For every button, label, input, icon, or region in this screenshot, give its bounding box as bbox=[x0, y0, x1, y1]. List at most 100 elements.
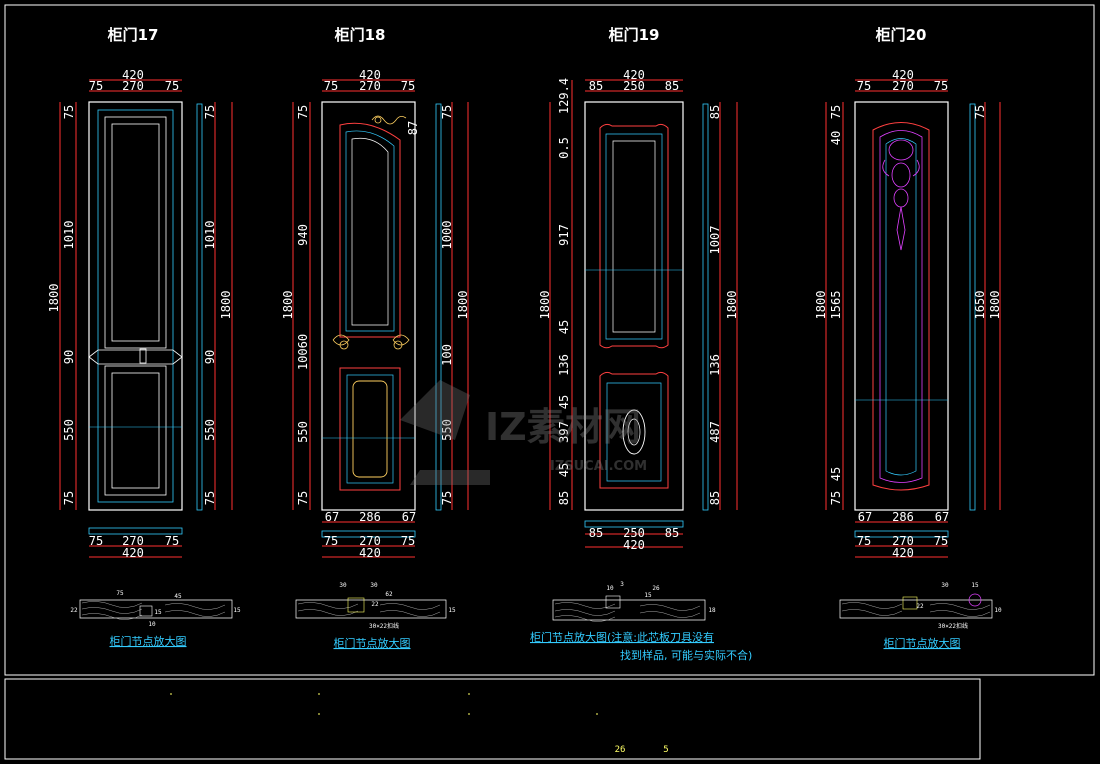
dimension-label: 75 bbox=[857, 79, 871, 93]
cad-line bbox=[374, 116, 382, 124]
dimension-label: 75 bbox=[934, 79, 948, 93]
dimension-label: 26 bbox=[652, 585, 660, 592]
dimension-label: 87 bbox=[406, 121, 420, 135]
dimension-label: 270 bbox=[359, 79, 381, 93]
sheet-count: 5 bbox=[663, 745, 668, 755]
dimension-label: 45 bbox=[557, 320, 571, 334]
upper-panel-arch bbox=[339, 122, 401, 338]
dimension-label: 10 bbox=[148, 621, 156, 628]
carving-pendant bbox=[882, 139, 920, 251]
upper-panel bbox=[104, 116, 167, 349]
cad-line bbox=[554, 602, 701, 622]
dimension-label: 75 bbox=[829, 105, 843, 119]
dimension-label: 85 bbox=[589, 79, 603, 93]
cad-line bbox=[888, 139, 914, 161]
dimension-label: 85 bbox=[665, 79, 679, 93]
dimension-label: 420 bbox=[623, 538, 645, 552]
dimension-label: 75 bbox=[324, 534, 338, 548]
dimension-label: 487 bbox=[708, 421, 722, 443]
cad-line bbox=[854, 530, 949, 538]
dimension-label: 75 bbox=[203, 105, 217, 119]
dimension-label: 940 bbox=[296, 224, 310, 246]
dimension-label: 550 bbox=[62, 419, 76, 441]
door-title: 柜门18 bbox=[334, 26, 386, 44]
dimension-label: 30 bbox=[941, 582, 949, 589]
lower-panel bbox=[599, 371, 669, 489]
dimension-label: 22 bbox=[70, 607, 78, 614]
dimension-label: 15 bbox=[644, 592, 652, 599]
dimension-label: 250 bbox=[623, 526, 645, 540]
door-outline bbox=[584, 101, 684, 511]
cad-line bbox=[346, 374, 394, 484]
dimension-label: 75 bbox=[829, 491, 843, 505]
dimension-label: 1010 bbox=[203, 221, 217, 250]
door-title: 柜门20 bbox=[875, 26, 927, 44]
dimension-label: 1000 bbox=[440, 221, 454, 250]
cad-line bbox=[879, 130, 923, 483]
dimension-label: 75 bbox=[62, 105, 76, 119]
dimension-label: 10 bbox=[606, 585, 614, 592]
door-outline bbox=[88, 101, 183, 511]
dimension-label: 40 bbox=[829, 131, 843, 145]
dimension-label: 75 bbox=[440, 491, 454, 505]
cad-line bbox=[612, 140, 656, 333]
dimension-label: 90 bbox=[62, 350, 76, 364]
upper-panel bbox=[599, 123, 669, 349]
dimension-label: 85 bbox=[708, 491, 722, 505]
dimension-label: 1800 bbox=[988, 291, 1002, 320]
door-18: 柜门18 420 75 270 75 87 1800 75 940 10060 … bbox=[281, 26, 470, 650]
dimension-label: 15 bbox=[448, 607, 456, 614]
dimension-label: 67 bbox=[935, 510, 949, 524]
title-block: 26 5 bbox=[170, 693, 669, 755]
dimension-label: 75 bbox=[440, 105, 454, 119]
cad-line bbox=[400, 380, 490, 485]
door-title: 柜门19 bbox=[608, 26, 660, 44]
cad-line bbox=[606, 382, 662, 482]
dimension-label: 420 bbox=[359, 546, 381, 560]
dimension-label: 45 bbox=[557, 463, 571, 477]
dimension-label: 3 bbox=[620, 581, 624, 588]
dimension-label: 30×22扣线 bbox=[938, 622, 968, 630]
dimension-label: 45 bbox=[557, 395, 571, 409]
dimension-label: 75 bbox=[324, 79, 338, 93]
cad-line bbox=[321, 530, 416, 538]
cad-line bbox=[968, 593, 982, 607]
drawing-border bbox=[4, 4, 1095, 676]
upper-panel-inner bbox=[111, 123, 160, 342]
dimension-label: 129.4 bbox=[557, 78, 571, 114]
dimension-label: 0.5 bbox=[557, 137, 571, 159]
door-title: 柜门17 bbox=[107, 26, 159, 44]
cad-line bbox=[435, 103, 442, 511]
dimension-label: 30 bbox=[370, 582, 378, 589]
dimension-label: 15 bbox=[154, 609, 162, 616]
dimension-label: 22 bbox=[916, 603, 924, 610]
node-detail: 30 30 62 22 15 30×22扣线 柜门节点放大图 bbox=[295, 582, 456, 650]
dimension-label: 420 bbox=[892, 546, 914, 560]
detail-caption: 柜门节点放大图 bbox=[884, 636, 961, 650]
dimension-label: 62 bbox=[385, 591, 393, 598]
dimension-label: 85 bbox=[557, 491, 571, 505]
dimension-label: 397 bbox=[557, 421, 571, 443]
dimension-label: 270 bbox=[892, 534, 914, 548]
dimension-label: 45 bbox=[829, 467, 843, 481]
detail-caption-line2: 找到样品, 可能与实际不合) bbox=[620, 648, 752, 662]
title-block-border bbox=[4, 678, 981, 760]
node-detail: 30 15 22 10 30×22扣线 柜门节点放大图 bbox=[839, 582, 1002, 650]
cad-line bbox=[297, 602, 441, 617]
dimension-label: 1007 bbox=[708, 226, 722, 255]
cad-line bbox=[969, 103, 976, 511]
dimension-label: 1800 bbox=[281, 291, 295, 320]
detail-caption: 柜门节点放大图 bbox=[110, 634, 187, 648]
node-detail: 75 45 22 15 15 10 柜门节点放大图 bbox=[70, 590, 241, 648]
cad-line bbox=[885, 138, 917, 476]
door-20: 柜门20 420 75 270 75 1800 75 40 1565 45 75 bbox=[814, 26, 1002, 650]
carving-top bbox=[371, 115, 407, 125]
dimension-label: 22 bbox=[371, 601, 379, 608]
dimension-label: 250 bbox=[623, 79, 645, 93]
dimension-label: 85 bbox=[665, 526, 679, 540]
cad-line bbox=[332, 334, 410, 346]
cad-line bbox=[891, 162, 911, 188]
dimension-label: 75 bbox=[973, 105, 987, 119]
carving-center bbox=[622, 409, 646, 455]
